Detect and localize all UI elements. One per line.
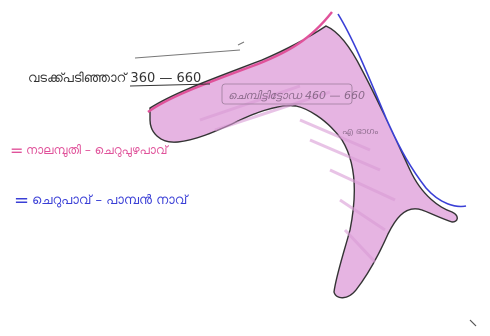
legend-blue-marker: =	[14, 190, 29, 211]
region-side-label: എ ഭാഗം	[342, 127, 378, 137]
legend-pink-text: നാലമ്പുതി – ചെറുപുഴപാവ്	[26, 143, 169, 158]
legend-blue-text: ചെറുപാവ് – പാമ്പൻ നാവ്	[32, 193, 189, 208]
legend-pink-marker: =	[10, 141, 23, 160]
region-label: വടക്ക്പടിഞ്ഞാറ് 360 — 660	[28, 71, 201, 86]
region-inner-label: ചെമ്പിട്ടിട്ടോഡ 460 — 660	[228, 89, 365, 102]
